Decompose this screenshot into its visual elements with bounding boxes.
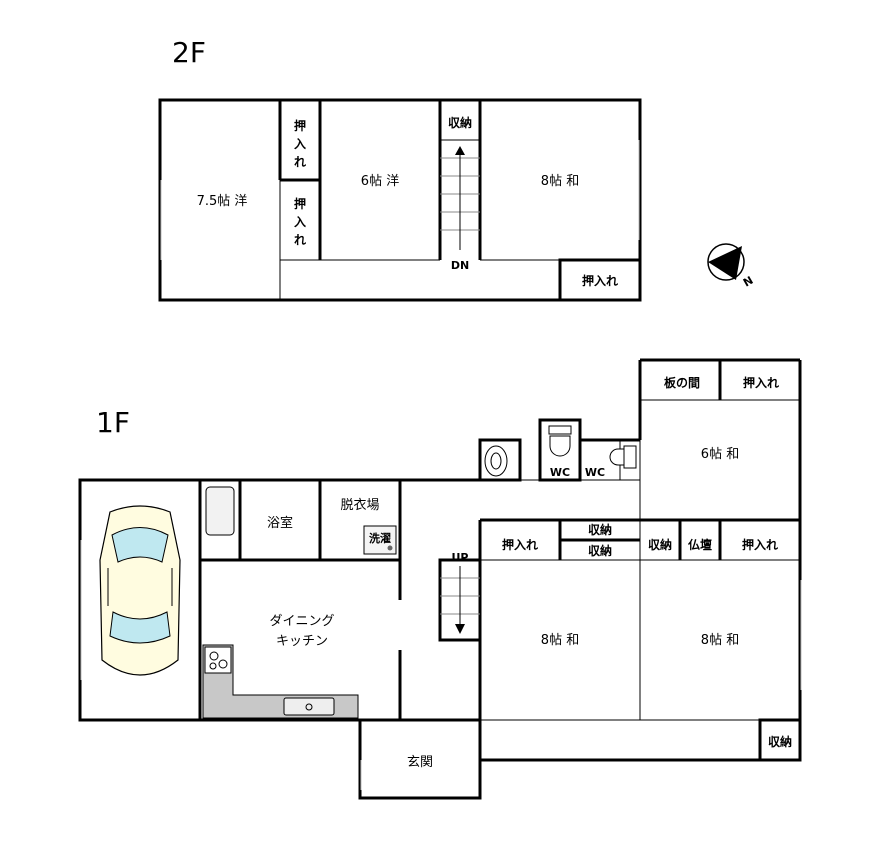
room-japanese-6-1f: 6帖 和 (701, 447, 739, 462)
stairs-up-label: UP (452, 551, 469, 564)
room-dining-line2: キッチン (276, 634, 328, 649)
room-western-6: 6帖 洋 (361, 174, 399, 189)
wc-2: WC (585, 466, 605, 479)
svg-text:れ: れ (294, 233, 306, 247)
closet-1f-right: 押入れ (742, 537, 778, 552)
closet-2f-a: 押 入 れ (294, 118, 306, 169)
closet-1f-top: 押入れ (743, 375, 779, 390)
laundry-label: 洗濯 (369, 531, 391, 545)
closet-2f-b: 押 入 れ (294, 196, 306, 247)
storage-1f-c: 収納 (648, 537, 672, 552)
room-dressing: 脱衣場 (340, 497, 379, 513)
room-bath: 浴室 (267, 515, 293, 531)
second-floor-plan (158, 98, 642, 302)
wc-1: WC (550, 466, 570, 479)
room-japanese-8-2f: 8帖 和 (541, 174, 579, 189)
floor-label-1f: 1F (96, 406, 130, 439)
floor-label-2f: 2F (172, 36, 206, 69)
svg-text:入: 入 (294, 137, 306, 151)
svg-text:入: 入 (294, 215, 306, 229)
svg-text:押: 押 (294, 118, 306, 133)
svg-text:N: N (741, 274, 755, 290)
room-japanese-8a: 8帖 和 (541, 633, 579, 648)
room-butsudan: 仏壇 (688, 537, 712, 552)
room-dining-line1: ダイニング (269, 614, 334, 629)
room-itanoma: 板の間 (664, 375, 700, 390)
room-western-75: 7.5帖 洋 (197, 194, 248, 209)
car-icon (99, 505, 181, 676)
compass-icon: N (707, 243, 755, 290)
room-entrance: 玄関 (407, 755, 433, 770)
svg-text:押: 押 (294, 196, 306, 211)
storage-1f-b: 収納 (588, 543, 612, 558)
storage-1f-d: 収納 (768, 734, 792, 749)
stairs-1f (438, 558, 482, 642)
room-japanese-8b: 8帖 和 (701, 633, 739, 648)
stairs-dn-label: DN (451, 259, 469, 272)
storage-2f: 収納 (448, 115, 472, 130)
storage-1f-a: 収納 (588, 522, 612, 537)
first-floor-plan (78, 358, 802, 800)
svg-text:れ: れ (294, 155, 306, 169)
closet-1f-mid: 押入れ (502, 537, 538, 552)
closet-2f-c: 押入れ (582, 273, 618, 288)
stairs-2f (440, 146, 480, 250)
